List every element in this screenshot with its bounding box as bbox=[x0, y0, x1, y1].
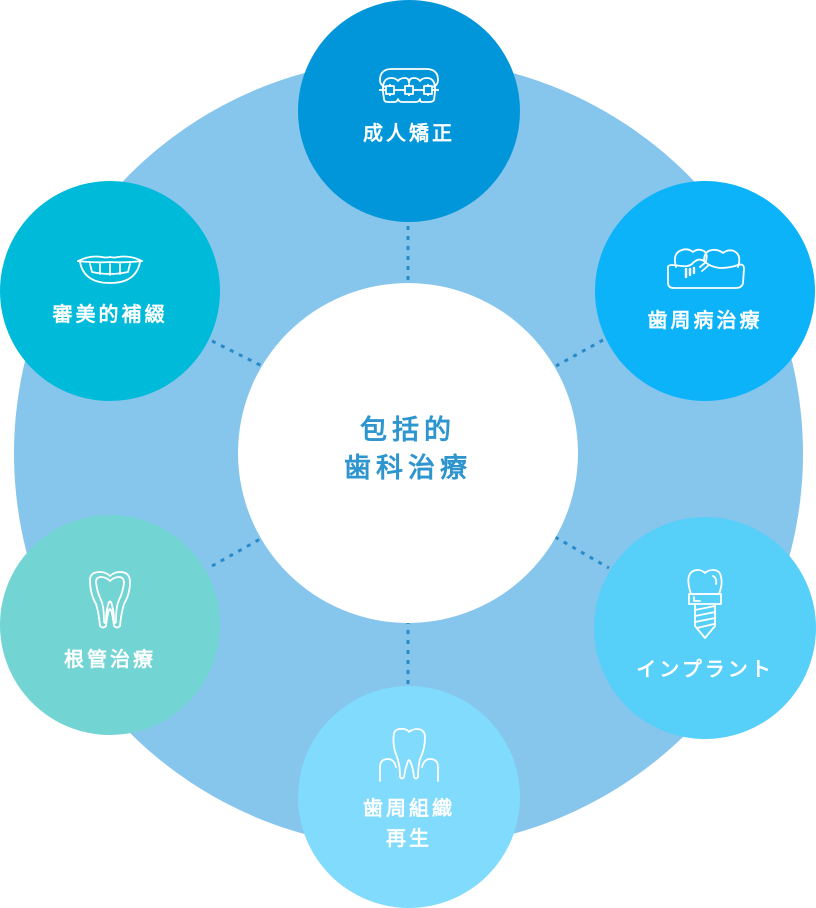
node-root-canal[interactable]: 根管治療 bbox=[0, 515, 220, 735]
tooth-gum-icon bbox=[379, 727, 439, 782]
node-label: 根管治療 bbox=[64, 647, 156, 671]
node-implant[interactable]: インプラント bbox=[594, 517, 816, 739]
node-adult-orthodontics[interactable]: 成人矯正 bbox=[298, 0, 520, 222]
node-label: 審美的補綴 bbox=[52, 302, 168, 326]
braces-icon bbox=[379, 68, 439, 103]
gum-disease-icon bbox=[666, 248, 745, 289]
connector-lower-right bbox=[554, 535, 610, 570]
connector-upper-left bbox=[211, 339, 263, 368]
node-periodontal-treatment[interactable]: 歯周病治療 bbox=[595, 181, 815, 401]
tooth-root-icon bbox=[89, 571, 131, 629]
connector-upper-right bbox=[555, 338, 604, 368]
node-label: 成人矯正 bbox=[363, 121, 455, 145]
center-hub: 包括的 歯科治療 bbox=[238, 283, 578, 623]
node-label: 歯周病治療 bbox=[647, 308, 763, 332]
connector-lower-left bbox=[211, 536, 263, 568]
smile-teeth-icon bbox=[77, 255, 143, 284]
center-title-line1: 包括的 bbox=[360, 415, 456, 446]
node-periodontal-regeneration[interactable]: 歯周組織 再生 bbox=[298, 686, 520, 908]
center-title-line2: 歯科治療 bbox=[344, 453, 472, 484]
implant-icon bbox=[687, 569, 723, 639]
node-aesthetic-prosthetics[interactable]: 審美的補綴 bbox=[0, 181, 220, 401]
node-label-line1: 歯周組織 bbox=[363, 796, 455, 820]
node-label-line2: 再生 bbox=[386, 826, 432, 850]
node-label: インプラント bbox=[636, 657, 774, 681]
